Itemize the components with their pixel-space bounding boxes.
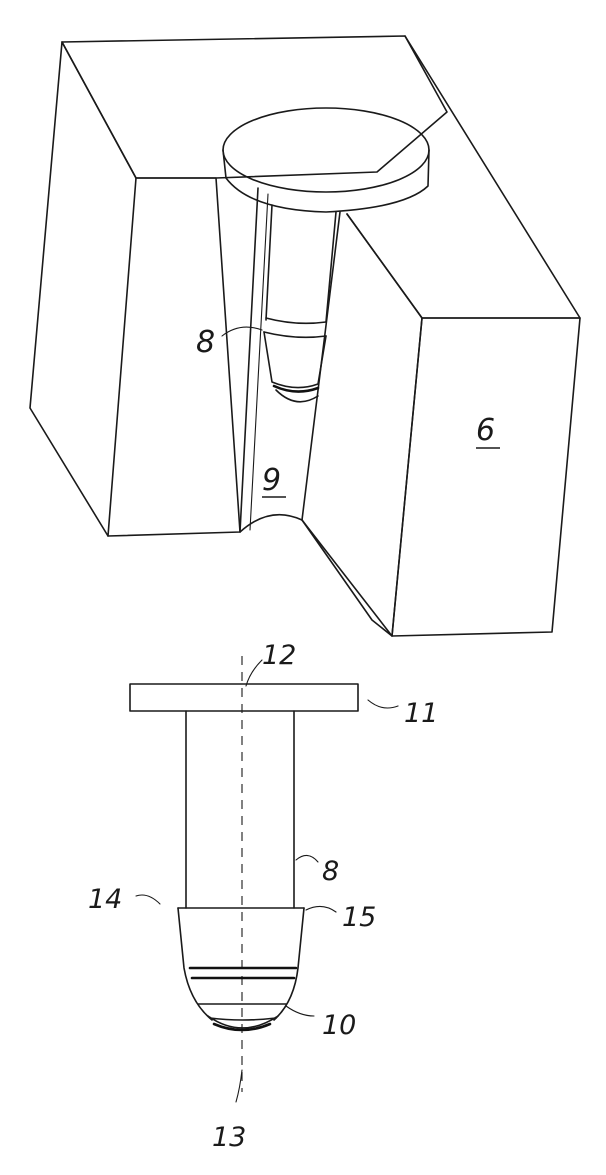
slot-left-wall <box>239 187 259 533</box>
label-shaft: 8 <box>322 856 339 887</box>
tip-end-dark <box>212 1022 272 1032</box>
leader-edge-right <box>305 905 337 913</box>
pin-detail <box>129 656 359 1092</box>
block-right-front-face <box>391 317 581 637</box>
slot-bottom-arc <box>239 513 303 533</box>
leader-edge-left <box>135 894 161 905</box>
leader-axis-top <box>245 659 263 687</box>
pin-shaft-right <box>325 211 337 323</box>
label-block: 6 <box>476 413 495 448</box>
flange <box>129 683 359 712</box>
leader-axis-bottom <box>235 1069 243 1103</box>
label-tip: 10 <box>322 1010 356 1041</box>
pin-tip-ring <box>272 384 320 393</box>
leader-pin-upper <box>221 326 263 337</box>
pin-shoulder <box>263 317 327 339</box>
label-axis-bottom: 13 <box>212 1122 246 1153</box>
leader-shaft <box>295 854 319 863</box>
block-right-top-face <box>346 35 581 319</box>
pin-tip-end <box>275 389 319 403</box>
upper-labels: 8 9 6 <box>196 325 500 498</box>
pin-in-slot <box>222 107 430 403</box>
label-axis-top: 12 <box>262 640 296 671</box>
block-left-side-face <box>29 41 137 537</box>
block-left-top-face <box>61 35 448 179</box>
label-edge-right: 15 <box>342 902 376 933</box>
lower-labels: 12 11 8 14 15 10 13 <box>88 640 438 1153</box>
pin-shaft-left <box>265 204 273 321</box>
pin-head-top <box>222 107 430 193</box>
pin-tip-body <box>263 331 327 389</box>
block-right-inner-face <box>301 213 423 637</box>
block-assembly <box>29 35 581 637</box>
pin-head-rim <box>222 149 430 213</box>
label-flange: 11 <box>404 698 438 729</box>
label-edge-left: 14 <box>88 884 122 915</box>
slot-left-wall-edge <box>249 193 269 531</box>
block-left-front-face <box>107 177 241 537</box>
label-pin-upper: 8 <box>196 325 215 360</box>
label-channel: 9 <box>262 463 281 498</box>
leader-flange <box>367 699 399 709</box>
leader-tip <box>285 1005 315 1017</box>
block-bottom-edge <box>301 519 393 637</box>
tip-end <box>207 1015 279 1029</box>
